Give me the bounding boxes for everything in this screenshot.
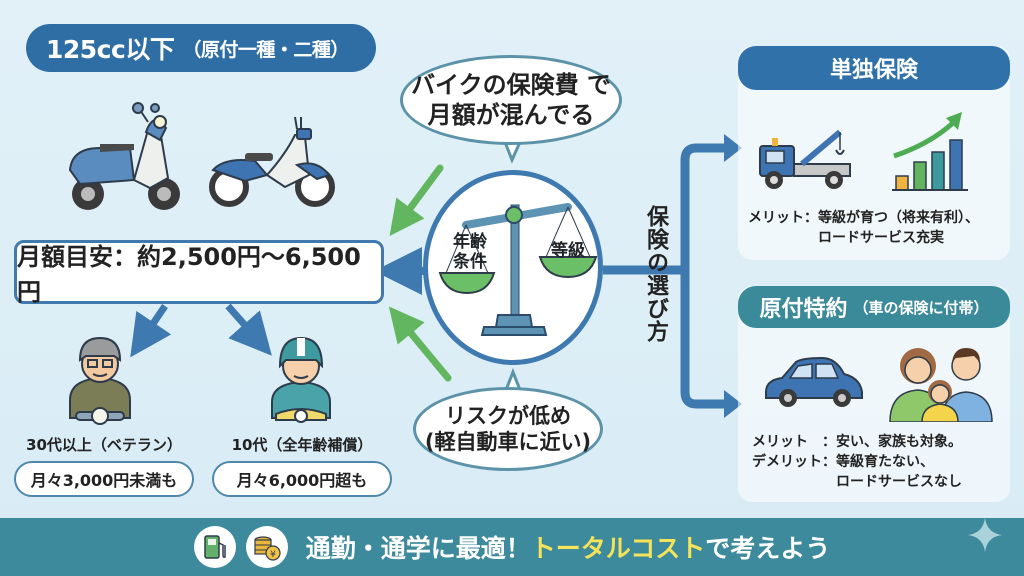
bubble-top-line2: 月額が混んでる [427,101,595,129]
footer-text-after: で考えよう [705,534,831,563]
rider-option-merit-label: メリット ： [752,434,836,450]
scale-right-pan-label: 等級 [551,241,585,261]
footer-text-before: 通勤・通学に最適！ [305,534,531,563]
standalone-title-text: 単独保険 [829,58,918,83]
rider-price-veteran-text: 月々3,000円未満も [30,471,178,490]
rider-option-merit-row: メリット ：安い、家族も対象。 [752,432,962,452]
standalone-merit: メリット：等級が育つ（将来有利）、 ロードサービス充実 [748,208,979,248]
family-icon [889,348,993,422]
insurance-choice-label: 保険の選び方 [643,205,668,343]
rider-option-demerit-label: デメリット： [752,454,836,470]
footer-message: 通勤・通学に最適！トータルコストで考えよう [306,529,831,565]
rider-option-merit: 安い、家族も対象。 [836,434,962,450]
footer-text-highlight: トータルコスト [530,534,706,563]
rider-option-title-text: 原付特約 [759,297,848,322]
scale-left-line1: 年齢 [453,232,487,252]
standalone-merit-label: メリット： [748,210,818,226]
veteran-rider-icon [69,336,131,425]
yen-coins-icon: ¥ [245,526,288,568]
bubble-top-line1: バイクの保険費 で [411,71,611,99]
category-title-pill: 125cc以下 （原付一種・二種） [26,24,376,72]
rider-label-teen: 10代（全年齢補償） [231,436,373,454]
standalone-merit-line2: ロードサービス充実 [818,230,944,246]
rider-option-demerit-line2: ロードサービスなし [836,474,962,490]
category-subtitle: （原付一種・二種） [182,38,349,61]
rider-label-veteran: 30代以上（ベテラン） [26,436,182,454]
cub-motorcycle-icon [209,116,335,207]
monthly-estimate-text: 月額目安：約2,500円〜6,500円 [17,243,361,306]
scale-left-pan-label: 年齢 条件 [445,232,495,272]
rider-option-title-sub: （車の保険に付帯） [853,298,989,317]
fuel-pump-icon [193,526,236,568]
rider-price-teen-text: 月々6,000円超も [236,471,368,490]
balance-scale-icon [438,203,598,336]
monthly-estimate-box: 月額目安：約2,500円〜6,500円 [14,240,384,306]
rider-price-veteran: 月々3,000円未満も [14,461,194,497]
scooter-icon [68,102,180,210]
rider-option-card: 原付特約 （車の保険に付帯） メリット ：安い、家族も対象。 デメリット：等級育… [738,286,1010,502]
rider-price-teen: 月々6,000円超も [212,461,392,497]
rider-option-details: メリット ：安い、家族も対象。 デメリット：等級育たない、 ロードサービスなし [752,432,962,492]
rider-option-demerit-line1: 等級育たない、 [836,454,934,470]
car-icon [765,356,863,407]
standalone-merit-line1: 等級が育つ（将来有利）、 [818,210,979,226]
teen-rider-icon [271,336,331,423]
speech-bubble-top: バイクの保険費 で 月額が混んでる [400,55,622,145]
svg-text:¥: ¥ [270,550,276,560]
bubble-bottom-line2: (軽自動車に近い) [424,430,592,454]
bubble-bottom-line1: リスクが低め [445,404,571,428]
category-title: 125cc以下 [46,35,175,64]
growth-chart-icon [892,112,968,191]
footer-banner: ¥ 通勤・通学に最適！トータルコストで考えよう [0,518,1024,576]
rider-option-demerit-row: デメリット：等級育たない、 [752,452,962,472]
rider-option-title: 原付特約 （車の保険に付帯） [738,286,1010,328]
standalone-insurance-title: 単独保険 [738,46,1010,90]
speech-bubble-bottom: リスクが低め (軽自動車に近い) [413,387,603,471]
tow-truck-icon [759,129,851,189]
scale-left-line2: 条件 [453,252,487,272]
sparkle-icon [968,518,1002,552]
standalone-insurance-card: 単独保険 メリット：等級が育つ（将来有利）、 ロードサービス充実 [738,46,1010,260]
